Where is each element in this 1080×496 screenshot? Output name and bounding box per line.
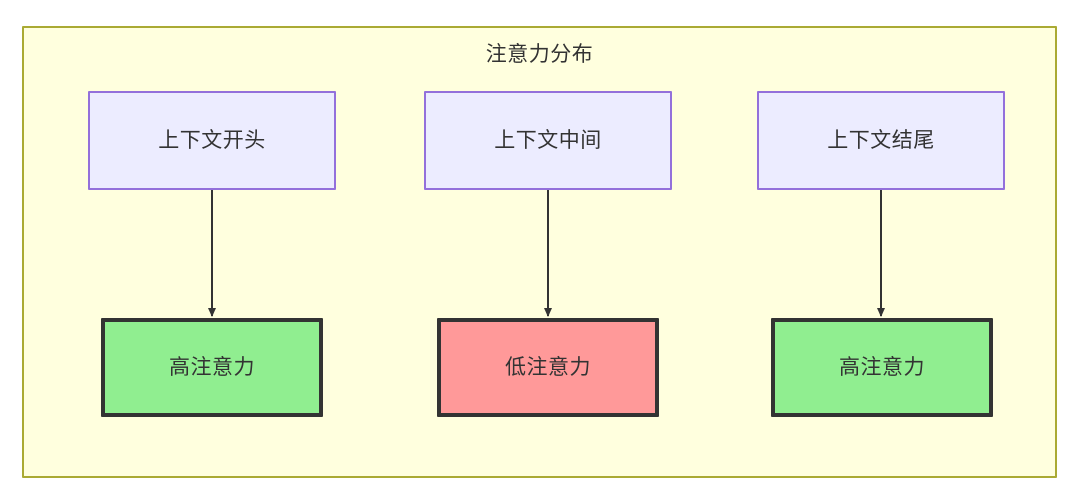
node-context-end[interactable]: 上下文结尾	[757, 91, 1005, 190]
node-context-start-label: 上下文开头	[158, 128, 266, 152]
subgraph-title: 注意力分布	[485, 43, 594, 66]
node-low-attention-middle[interactable]: 低注意力	[437, 318, 659, 417]
node-context-start[interactable]: 上下文开头	[88, 91, 336, 190]
node-high-attention-start[interactable]: 高注意力	[101, 318, 323, 417]
node-context-end-label: 上下文结尾	[827, 128, 935, 152]
node-context-middle[interactable]: 上下文中间	[424, 91, 672, 190]
node-high-attention-end[interactable]: 高注意力	[771, 318, 993, 417]
node-high-attention-start-label: 高注意力	[169, 355, 255, 379]
node-low-attention-middle-label: 低注意力	[505, 355, 591, 379]
node-context-middle-label: 上下文中间	[494, 128, 602, 152]
node-high-attention-end-label: 高注意力	[839, 355, 925, 379]
